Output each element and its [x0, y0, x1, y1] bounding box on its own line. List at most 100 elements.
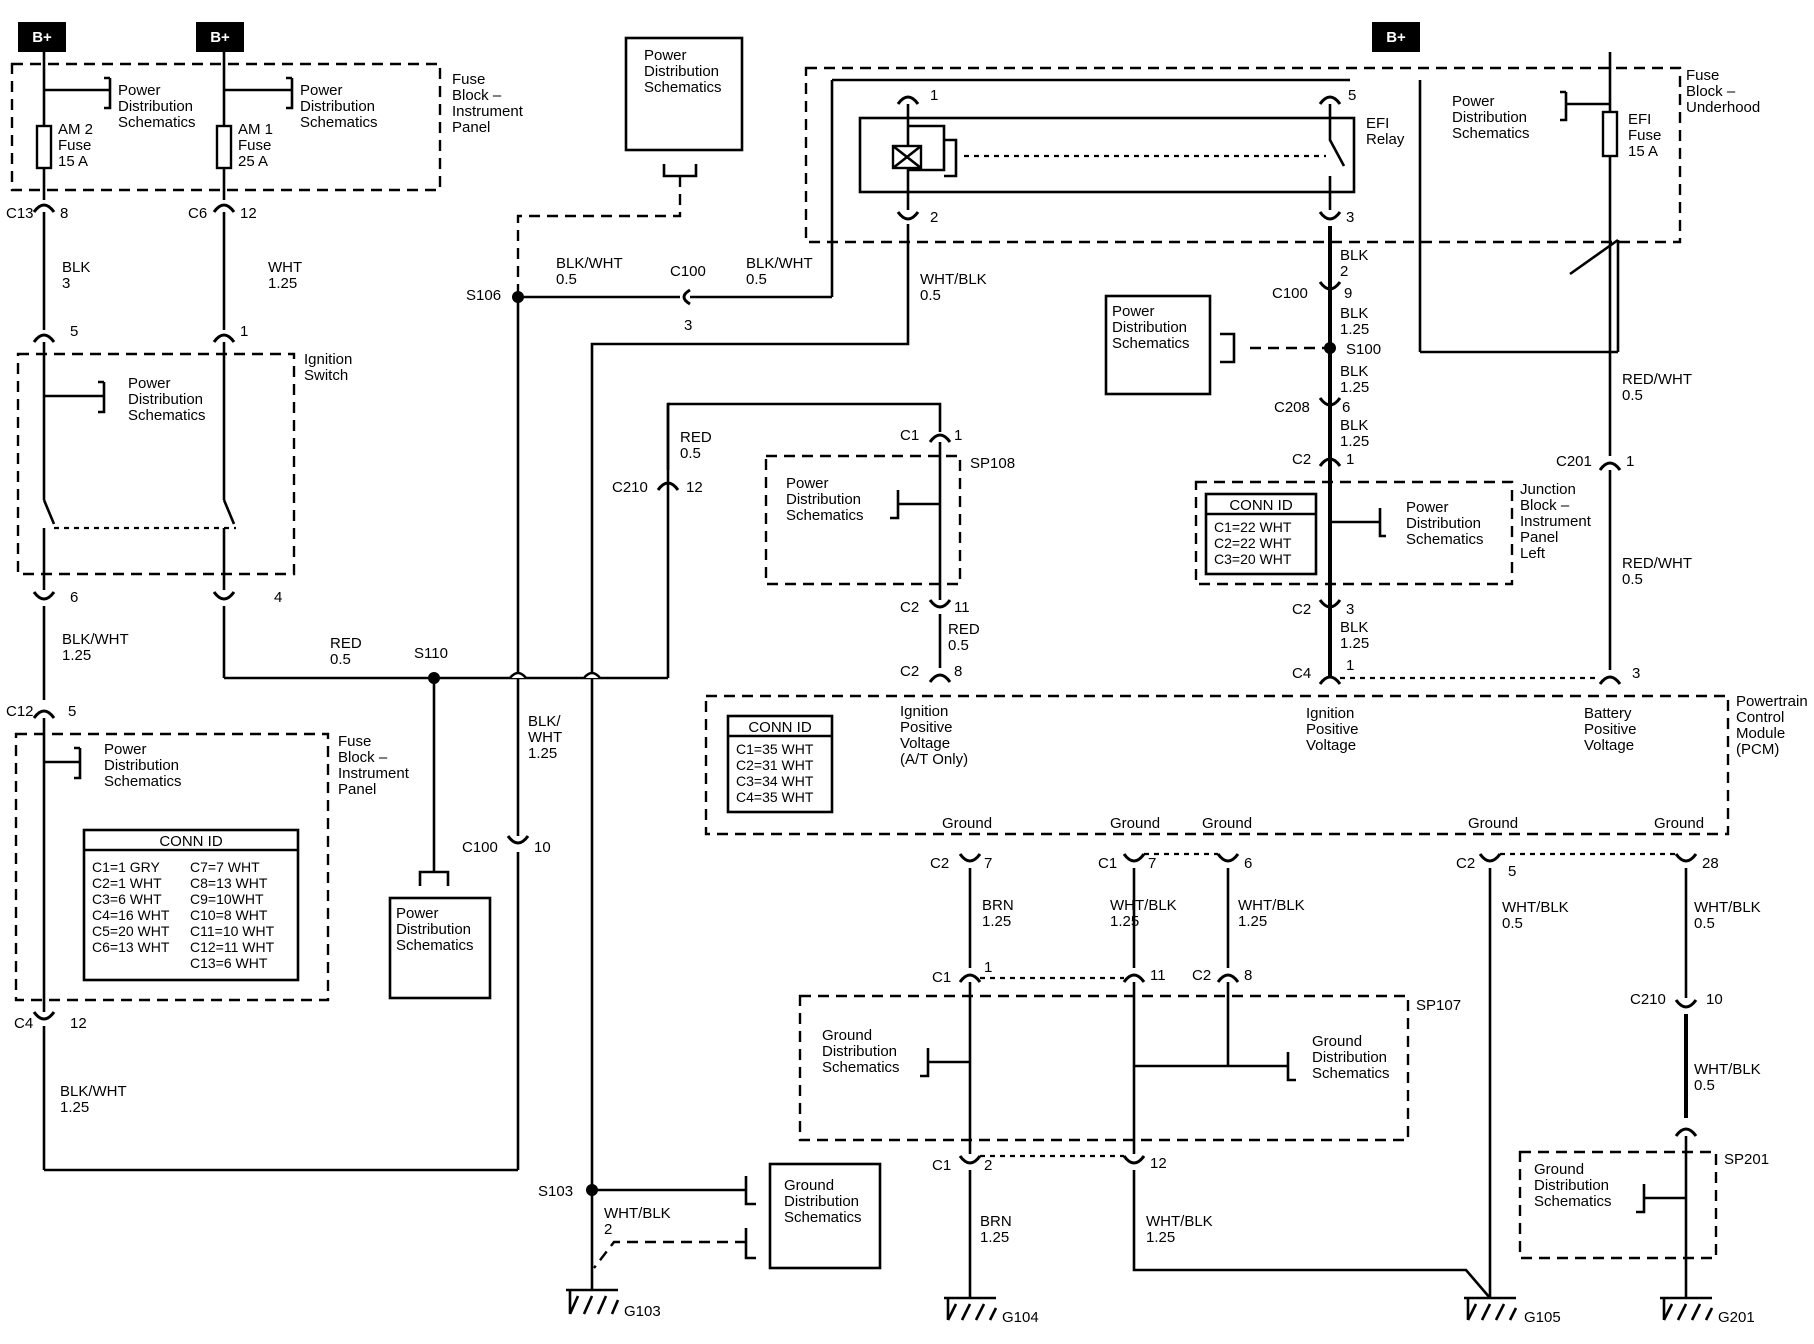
svg-text:Ground: Ground — [822, 1027, 872, 1044]
wire-whtblk-05-g105: WHT/BLK 0.5 — [1502, 899, 1569, 932]
svg-text:Panel: Panel — [452, 119, 490, 136]
svg-text:C8=13 WHT: C8=13 WHT — [190, 875, 268, 891]
svg-text:C3=34 WHT: C3=34 WHT — [736, 773, 814, 789]
svg-text:15 A: 15 A — [1628, 143, 1658, 160]
svg-text:Ground: Ground — [784, 1177, 834, 1194]
svg-text:Ground: Ground — [1534, 1161, 1584, 1178]
pcm-input-ignition: Ignition Positive Voltage — [1306, 705, 1359, 754]
wire-whtblk-05-c: WHT/BLK 0.5 — [1694, 899, 1761, 932]
svg-text:Schematics: Schematics — [1312, 1065, 1390, 1082]
sp108-outline — [764, 454, 962, 586]
svg-text:4: 4 — [274, 589, 282, 606]
svg-text:Positive: Positive — [1584, 721, 1637, 738]
svg-text:WHT/BLK: WHT/BLK — [920, 271, 987, 288]
svg-text:CONN ID: CONN ID — [159, 833, 223, 850]
svg-text:Schematics: Schematics — [104, 773, 182, 790]
svg-text:C1=22 WHT: C1=22 WHT — [1214, 519, 1292, 535]
c12-connector — [32, 709, 56, 719]
svg-text:C9=10WHT: C9=10WHT — [190, 891, 264, 907]
s103-label: S103 — [538, 1183, 573, 1200]
wire-blk-125-b: BLK 1.25 — [1340, 363, 1369, 396]
ignition-switch-label: Ignition Switch — [304, 351, 352, 384]
svg-text:WHT: WHT — [528, 729, 562, 746]
svg-text:Switch: Switch — [304, 367, 348, 384]
g104-ground: G104 — [944, 1296, 1039, 1326]
wire-blk-125-d: BLK 1.25 — [1340, 619, 1369, 652]
wire-blk-2: BLK 2 — [1340, 247, 1368, 280]
svg-text:0.5: 0.5 — [1622, 571, 1643, 588]
conn-id-pcm: CONN ID C1=35 WHT C2=31 WHT C3=34 WHT C4… — [726, 714, 834, 814]
wire-blkwht-05-a: BLK/WHT 0.5 — [556, 255, 623, 288]
svg-text:1.25: 1.25 — [1340, 321, 1369, 338]
svg-text:9: 9 — [1344, 285, 1352, 302]
svg-text:G201: G201 — [1718, 1309, 1755, 1326]
junction-block-outline — [1194, 480, 1514, 586]
svg-text:Distribution: Distribution — [1452, 109, 1527, 126]
svg-text:8: 8 — [1244, 967, 1252, 984]
svg-text:Schematics: Schematics — [1406, 531, 1484, 548]
svg-text:0.5: 0.5 — [680, 445, 701, 462]
svg-text:Distribution: Distribution — [128, 391, 203, 408]
wire-blk-3: BLK 3 — [62, 259, 90, 292]
svg-text:Battery: Battery — [1584, 705, 1632, 722]
svg-text:Block –: Block – — [452, 87, 502, 104]
pds-ref-fb2: Power Distribution Schematics — [104, 741, 182, 790]
svg-text:Fuse: Fuse — [238, 137, 271, 154]
svg-text:Schematics: Schematics — [118, 114, 196, 131]
c100-a-connector — [682, 288, 691, 306]
svg-text:Fuse: Fuse — [1628, 127, 1661, 144]
svg-text:Voltage: Voltage — [900, 735, 950, 752]
svg-text:Junction: Junction — [1520, 481, 1576, 498]
svg-text:WHT/BLK: WHT/BLK — [1694, 899, 1761, 916]
svg-text:0.5: 0.5 — [1502, 915, 1523, 932]
svg-text:1.25: 1.25 — [1340, 635, 1369, 652]
pcm-ground-4: Ground — [1468, 815, 1518, 832]
svg-text:Ignition: Ignition — [1306, 705, 1354, 722]
efi-fuse-label: EFI Fuse 15 A — [1628, 111, 1661, 160]
svg-text:15 A: 15 A — [58, 153, 88, 170]
svg-text:C201: C201 — [1556, 453, 1592, 470]
pds-ref-ignition: Power Distribution Schematics — [128, 375, 206, 424]
svg-text:1.25: 1.25 — [528, 745, 557, 762]
pcm-ground-5: Ground — [1654, 815, 1704, 832]
wire-blkwht-05-b: BLK/WHT 0.5 — [746, 255, 813, 288]
wire-whtblk-05-relay: WHT/BLK 0.5 — [920, 271, 987, 304]
svg-text:BLK/WHT: BLK/WHT — [556, 255, 623, 272]
svg-text:RED: RED — [948, 621, 980, 638]
svg-text:(PCM): (PCM) — [1736, 741, 1779, 758]
g103-ground: G103 — [566, 1190, 661, 1320]
svg-text:Fuse: Fuse — [58, 137, 91, 154]
svg-text:12: 12 — [240, 205, 257, 222]
svg-text:C1: C1 — [932, 1157, 951, 1174]
svg-text:G104: G104 — [1002, 1309, 1039, 1326]
svg-text:C1: C1 — [900, 427, 919, 444]
svg-text:BRN: BRN — [980, 1213, 1012, 1230]
svg-text:Schematics: Schematics — [822, 1059, 900, 1076]
svg-text:C4=35 WHT: C4=35 WHT — [736, 789, 814, 805]
bplus-left-label: B+ — [32, 29, 52, 46]
sp107-outline — [798, 994, 1410, 1142]
svg-text:Instrument: Instrument — [1520, 513, 1592, 530]
wire-blkwht-125-a: BLK/WHT 1.25 — [62, 631, 129, 664]
sp201-outline — [1518, 1150, 1718, 1260]
svg-text:Module: Module — [1736, 725, 1785, 742]
svg-text:C13=6 WHT: C13=6 WHT — [190, 955, 268, 971]
svg-text:1: 1 — [1346, 657, 1354, 674]
svg-text:10: 10 — [534, 839, 551, 856]
svg-text:RED/WHT: RED/WHT — [1622, 555, 1692, 572]
svg-text:AM 2: AM 2 — [58, 121, 93, 138]
svg-text:Distribution: Distribution — [644, 63, 719, 80]
fuse-block-ip-label: Fuse Block – Instrument Panel — [452, 71, 524, 136]
svg-text:1.25: 1.25 — [62, 647, 91, 664]
svg-text:1: 1 — [1626, 453, 1634, 470]
svg-text:2: 2 — [604, 1221, 612, 1238]
svg-text:C6=13 WHT: C6=13 WHT — [92, 939, 170, 955]
svg-text:Ignition: Ignition — [304, 351, 352, 368]
am1-fuse-symbol — [215, 124, 233, 170]
svg-text:0.5: 0.5 — [1694, 915, 1715, 932]
wire-blk-125-c: BLK 1.25 — [1340, 417, 1369, 450]
svg-text:Instrument: Instrument — [338, 765, 410, 782]
svg-text:Schematics: Schematics — [396, 937, 474, 954]
gds-ref-sp107-right: Ground Distribution Schematics — [1312, 1033, 1390, 1082]
c6-connector — [212, 203, 236, 213]
